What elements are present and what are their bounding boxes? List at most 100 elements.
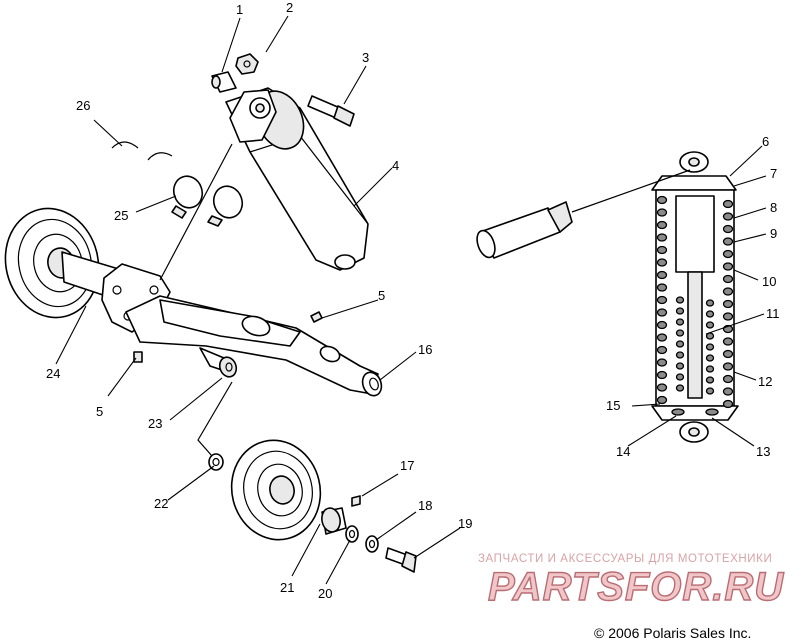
assembly-line-wheel — [197, 381, 233, 457]
bushing-23 — [199, 347, 238, 378]
callout-8: 8 — [770, 200, 777, 215]
callout-11: 11 — [766, 306, 780, 321]
callout-17: 17 — [400, 458, 414, 473]
nut-2 — [235, 53, 259, 75]
spring-coil-inner — [705, 376, 715, 384]
idler-wheel-small — [230, 439, 322, 541]
axle-end — [361, 371, 383, 397]
callout-26: 26 — [76, 98, 90, 113]
callout-5-upper: 5 — [378, 288, 385, 303]
callout-15: 15 — [606, 398, 620, 413]
spring-coil — [656, 195, 668, 205]
spring-coil — [656, 383, 668, 392]
spring-coil — [722, 387, 734, 396]
spring-coil-inner — [675, 318, 685, 326]
callout-9: 9 — [770, 226, 777, 241]
watermark-logo: PARTSFOR.RU — [488, 565, 784, 609]
washer-22 — [208, 453, 224, 471]
spring-coil — [656, 208, 668, 217]
spring-coil — [722, 212, 734, 221]
spring-coil — [722, 224, 734, 234]
spring-coil — [656, 308, 668, 317]
callout-18: 18 — [418, 498, 432, 513]
spring-coil — [656, 345, 668, 355]
washer-18 — [365, 535, 379, 553]
spring-coil — [722, 287, 734, 296]
spring-coil-inner — [705, 387, 715, 395]
spring-coil-inner — [705, 365, 715, 373]
spring-coil — [656, 370, 668, 380]
screw-5-lower — [133, 351, 143, 363]
callout-20: 20 — [318, 586, 332, 601]
callout-19: 19 — [458, 516, 472, 531]
tether-line — [159, 143, 233, 281]
callout-16: 16 — [418, 342, 432, 357]
spring-coil — [656, 220, 668, 230]
spring-coil — [722, 249, 734, 259]
screw-5-upper — [310, 311, 323, 323]
leader-lines — [55, 15, 767, 585]
watermark-subtitle: ЗАПЧАСТИ И АКСЕССУАРЫ ДЛЯ МОТОТЕХНИКИ — [478, 553, 772, 565]
spring-coil-inner — [675, 362, 685, 370]
spring-coil — [722, 199, 734, 209]
swing-arm — [125, 295, 379, 395]
spring-coil — [656, 258, 668, 267]
washer-20 — [345, 525, 359, 543]
sleeve-1 — [211, 71, 237, 93]
callout-10: 10 — [762, 274, 776, 289]
spring-coil — [722, 349, 734, 359]
callout-3: 3 — [362, 50, 369, 65]
bolt-19 — [385, 547, 417, 573]
callout-2: 2 — [286, 0, 293, 15]
callout-23: 23 — [148, 416, 162, 431]
callout-22: 22 — [154, 496, 168, 511]
spring-coil — [656, 295, 668, 305]
spring-coil-inner — [705, 310, 715, 318]
spring-coil — [656, 395, 668, 405]
spring-coil — [656, 358, 668, 367]
bolt-3 — [307, 95, 355, 127]
callout-7: 7 — [770, 166, 777, 181]
spring-coil-inner — [705, 299, 715, 307]
callout-12: 12 — [758, 374, 772, 389]
spring-coil — [722, 399, 734, 409]
spring-coil-inner — [675, 340, 685, 348]
spring-coil — [656, 283, 668, 292]
spring-coil — [656, 270, 668, 280]
spring-coil-inner — [705, 343, 715, 351]
spacer-21 — [321, 507, 347, 535]
hose-clamps-25 — [171, 175, 244, 227]
spring-coil — [656, 333, 668, 342]
spring-coil — [656, 233, 668, 242]
callout-6: 6 — [762, 134, 769, 149]
spring-coil — [722, 312, 734, 321]
spring-coil-inner — [705, 354, 715, 362]
spring-coil-inner — [675, 384, 685, 392]
callout-4: 4 — [392, 158, 399, 173]
spring-coil — [722, 237, 734, 246]
spring-coil-inner — [675, 373, 685, 381]
spring-coil-inner — [705, 321, 715, 329]
callout-1: 1 — [236, 2, 243, 17]
spring-coil-inner — [675, 351, 685, 359]
callout-5-lower: 5 — [96, 404, 103, 419]
spring-coil — [656, 245, 668, 255]
spring-coil — [722, 337, 734, 346]
remote-reservoir — [476, 169, 691, 259]
callout-13: 13 — [756, 444, 770, 459]
callout-21: 21 — [280, 580, 294, 595]
spring-coil — [656, 320, 668, 330]
spring-coil-inner — [675, 307, 685, 315]
spring-coil — [722, 374, 734, 384]
callout-24: 24 — [46, 366, 60, 381]
screw-17 — [351, 495, 361, 507]
copyright-notice: © 2006 Polaris Sales Inc. — [594, 625, 751, 641]
shock-mount — [229, 89, 277, 143]
spring-coil-inner — [675, 296, 685, 304]
coil-spring — [656, 195, 734, 409]
callout-14: 14 — [616, 444, 630, 459]
clip-26 — [111, 141, 173, 161]
spring-coil — [722, 362, 734, 371]
coilover-shock — [651, 151, 739, 443]
